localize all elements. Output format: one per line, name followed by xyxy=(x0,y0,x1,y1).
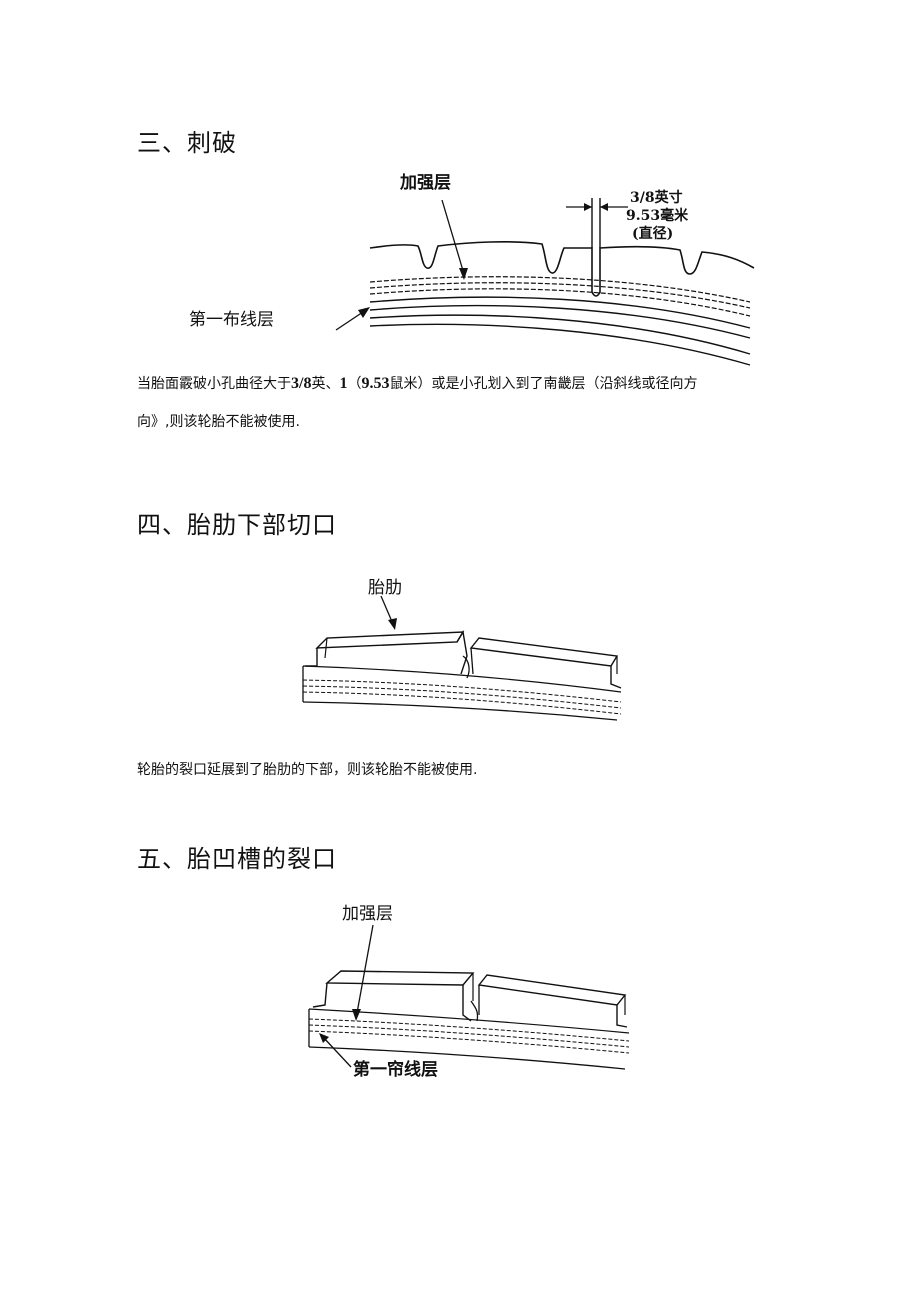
label-first-cord-ply: 第一帘线层 xyxy=(353,1059,438,1080)
section-heading-puncture: 三、刺破 xyxy=(137,129,237,157)
label-first-ply: 第一布线层 xyxy=(189,310,274,330)
arrow-head-icon xyxy=(600,203,608,211)
rib-cut-paragraph: 轮胎的裂口延展到了胎肋的下部，则该轮胎不能被使用. xyxy=(137,762,478,778)
arrow-head-icon xyxy=(388,618,397,630)
ply-line xyxy=(369,296,751,329)
ply-line xyxy=(369,288,751,317)
puncture-diagram: 加强层 3/8英寸 9.53毫米 (直径) xyxy=(335,173,755,366)
arrow-head-icon xyxy=(319,1033,329,1043)
label-reinforce-layer: 加强层 xyxy=(399,173,451,193)
groove-crack-diagram: 第一帘线层 xyxy=(308,924,630,1080)
ply-line xyxy=(369,276,751,303)
puncture-paragraph-line2: 向》,则该轮胎不能被使用. xyxy=(137,414,300,430)
label-rib: 胎肋 xyxy=(368,578,402,598)
section-heading-rib-cut: 四、胎肋下部切口 xyxy=(137,511,337,539)
leader-line xyxy=(322,1036,352,1068)
dim-label-inch: 3/8英寸 xyxy=(630,189,683,206)
arrow-head-icon xyxy=(459,268,468,280)
dim-label-diameter: (直径) xyxy=(632,225,673,242)
puncture-paragraph-line1: 当胎面霰破小孔曲径大于3/8英、1（9.53鼠米）或是小孔划入到了南畿层（沿斜线… xyxy=(137,375,698,392)
ply-line xyxy=(369,314,751,355)
tread-surface-line xyxy=(369,241,755,297)
arrow-head-icon xyxy=(584,203,592,211)
leader-line xyxy=(380,595,394,625)
rib-cut-diagram xyxy=(302,595,622,721)
arrow-head-icon xyxy=(352,1009,361,1021)
ply-line xyxy=(369,282,751,309)
section-heading-groove-crack: 五、胎凹槽的裂口 xyxy=(137,845,337,873)
leader-line xyxy=(356,924,374,1014)
label-reinforce-layer-2: 加强层 xyxy=(342,904,393,924)
ply-line xyxy=(369,304,751,339)
arrow-head-icon xyxy=(358,307,370,318)
leader-line xyxy=(441,199,465,275)
ply-line xyxy=(369,323,751,366)
dim-label-mm: 9.53毫米 xyxy=(626,207,689,224)
